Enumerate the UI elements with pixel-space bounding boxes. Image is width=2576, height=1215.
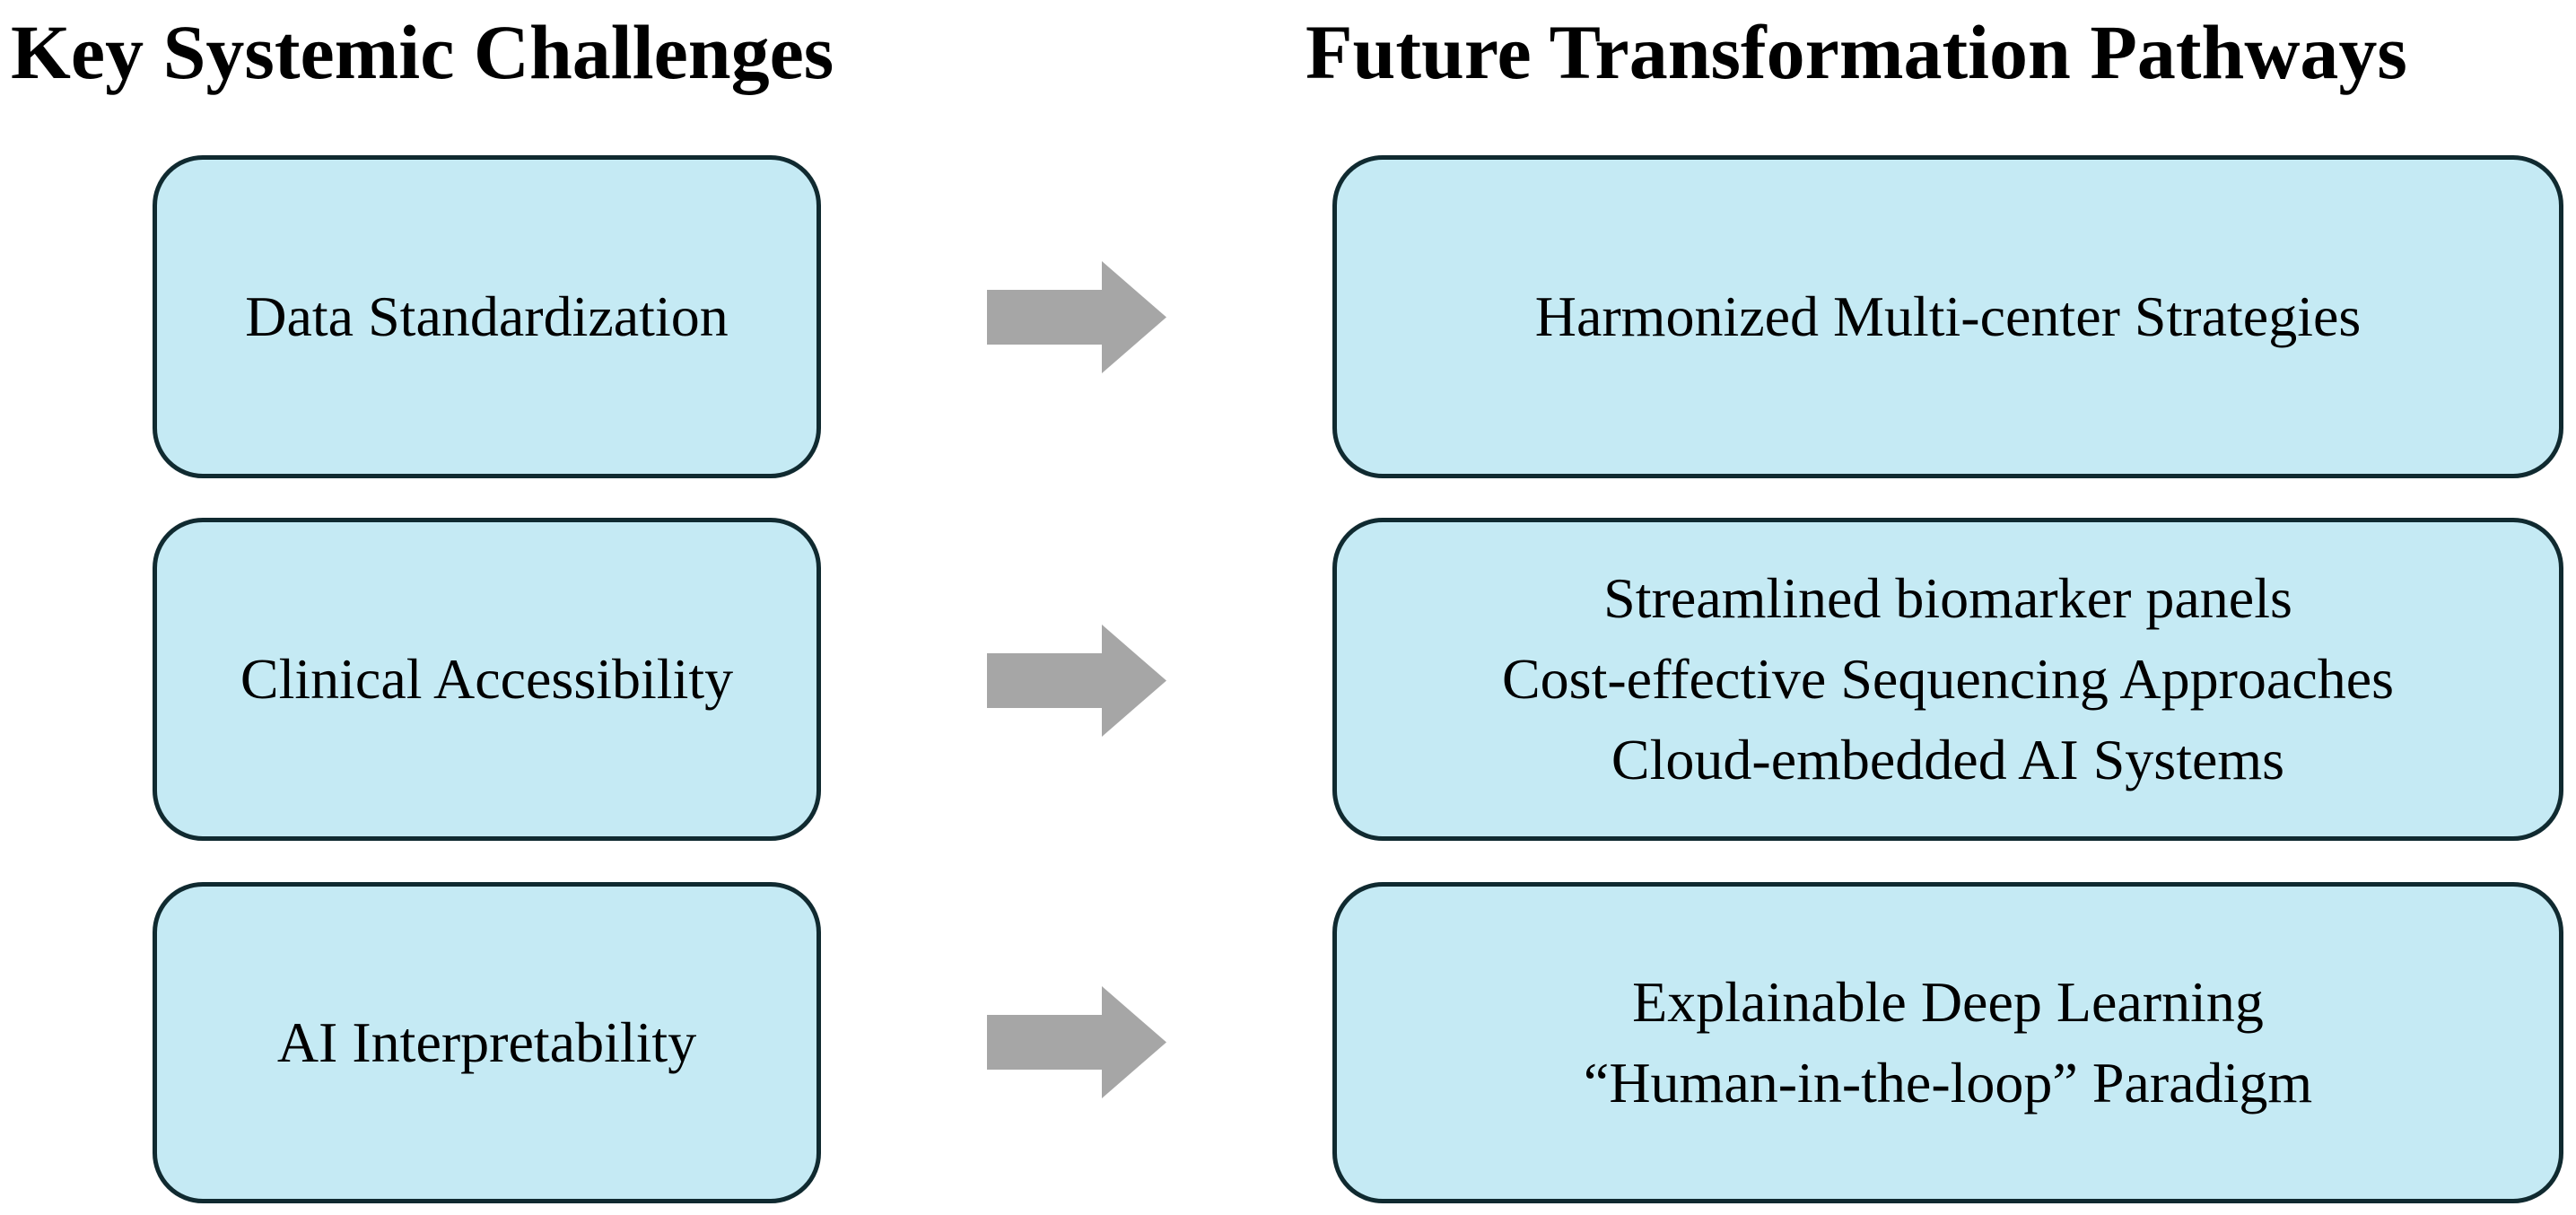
right-arrow-icon [987, 986, 1166, 1098]
pathway-label: Cloud-embedded AI Systems [1611, 728, 2285, 791]
right-arrow-icon [987, 261, 1166, 373]
challenge-label: Clinical Accessibility [240, 647, 734, 711]
right-arrow-icon [987, 625, 1166, 737]
pathway-label: Harmonized Multi-center Strategies [1534, 284, 2362, 348]
pathway-box-explainable-ai: Explainable Deep Learning “Human-in-the-… [1332, 882, 2563, 1203]
pathway-box-accessibility-solutions: Streamlined biomarker panels Cost-effect… [1332, 518, 2563, 841]
pathway-label: Cost-effective Sequencing Approaches [1501, 647, 2395, 711]
pathway-box-harmonized-strategies: Harmonized Multi-center Strategies [1332, 155, 2563, 478]
pathways-heading: Future Transformation Pathways [1305, 9, 2407, 95]
challenge-label: Data Standardization [245, 284, 729, 348]
challenges-heading: Key Systemic Challenges [11, 9, 834, 95]
pathway-label: “Human-in-the-loop” Paradigm [1583, 1051, 2313, 1114]
pathway-label: Explainable Deep Learning [1632, 970, 2264, 1034]
challenge-box-data-standardization: Data Standardization [153, 155, 821, 478]
challenge-box-clinical-accessibility: Clinical Accessibility [153, 518, 821, 841]
challenge-label: AI Interpretability [276, 1010, 697, 1074]
challenge-box-ai-interpretability: AI Interpretability [153, 882, 821, 1203]
pathway-label: Streamlined biomarker panels [1603, 566, 2292, 630]
